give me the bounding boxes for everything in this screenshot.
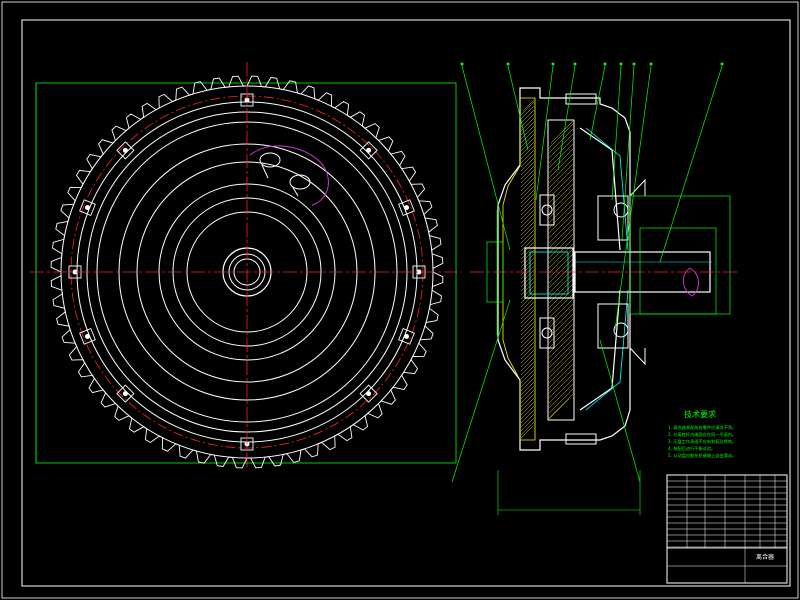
part-balloon	[460, 62, 464, 66]
title-block: 离合器	[666, 474, 788, 584]
part-balloon	[551, 62, 555, 66]
bolt-lug	[359, 384, 378, 403]
bolt-lug	[79, 199, 96, 216]
title-block-name: 离合器	[756, 553, 774, 561]
leader-lines	[451, 65, 723, 483]
notes-line-5: 5. 从动盘应能在花键轴上自由滑动。	[668, 452, 736, 459]
bolt-lug	[398, 328, 415, 345]
bolt-lug	[116, 141, 135, 160]
pressure-plate-hatch	[548, 120, 574, 420]
notes-line-1: 1. 离合器装配前各零件应清洗干净。	[668, 424, 736, 431]
part-balloon	[619, 62, 623, 66]
bolt-lug	[79, 328, 96, 345]
lever-cutaway	[249, 145, 329, 206]
inner-frame	[21, 19, 791, 587]
section-view	[451, 62, 740, 515]
cover-outline	[497, 87, 631, 451]
bolt-lug	[359, 141, 378, 160]
front-view	[30, 62, 462, 470]
flywheel-hatch	[520, 99, 535, 439]
notes-line-4: 4. 装配后进行平衡试验。	[668, 445, 715, 452]
front-view-dimension-box	[35, 82, 457, 464]
part-balloon	[573, 62, 577, 66]
part-balloon	[506, 62, 510, 66]
bolt-lug	[116, 384, 135, 403]
notes-line-2: 2. 分离杠杆内端面应在同一平面内。	[668, 431, 736, 438]
part-balloon	[720, 62, 724, 66]
part-balloon	[603, 62, 607, 66]
bolt-lug	[398, 199, 415, 216]
part-balloon	[632, 62, 636, 66]
part-balloon	[649, 62, 653, 66]
part-balloons	[460, 62, 724, 66]
notes-title: 技术要求	[684, 409, 716, 419]
technical-notes: 技术要求 1. 离合器装配前各零件应清洗干净。 2. 分离杠杆内端面应在同一平面…	[668, 409, 736, 459]
notes-line-3: 3. 压盘工作表面不应有划痕及锈蚀。	[668, 438, 736, 445]
